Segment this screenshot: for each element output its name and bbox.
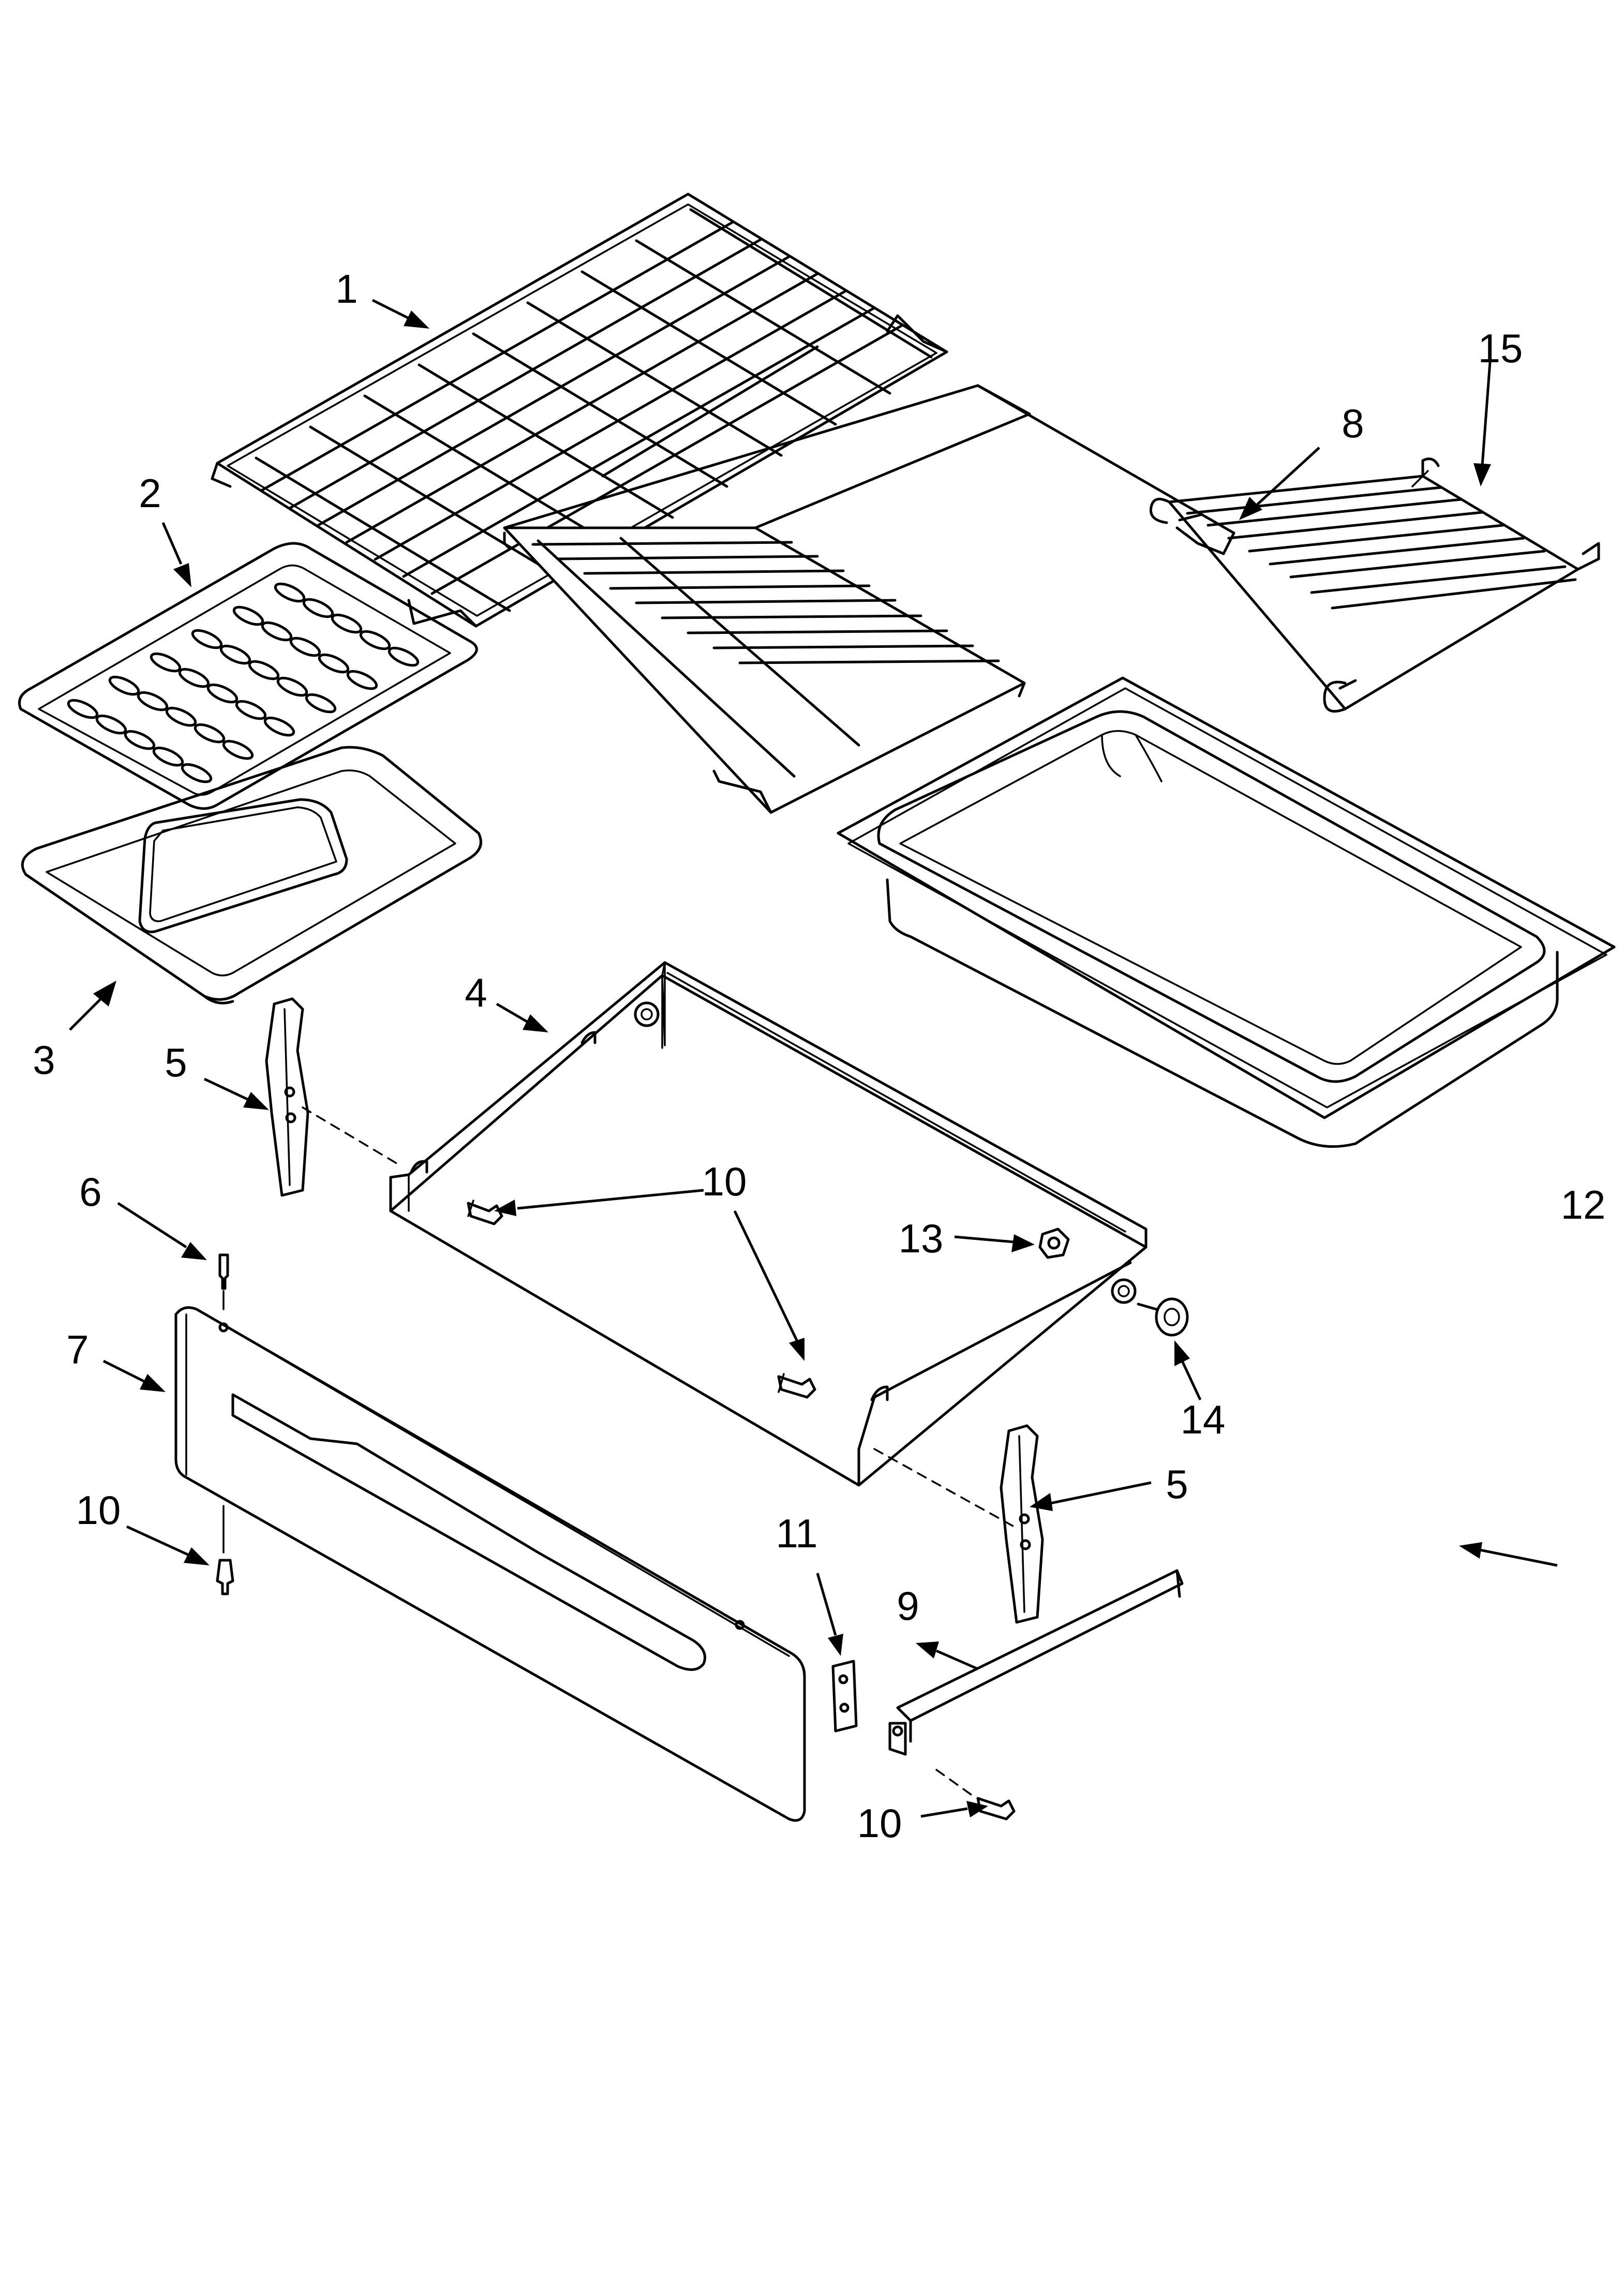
callout-14: 14 [1181,1397,1226,1442]
callout-7: 7 [66,1327,88,1372]
broiler-grid-part-2 [18,542,478,810]
drawer-body-part-4 [389,961,1148,1487]
callout-5-right: 5 [1166,1461,1188,1507]
drawer-pan-part-12 [837,676,1616,1148]
callout-10-bottom: 10 [857,1800,902,1846]
nut-part-13 [1038,1227,1070,1259]
bracket-part-11 [831,1660,858,1733]
drawer-rail-part-9 [888,1569,1184,1756]
broiler-pan-part-3 [21,746,482,1004]
callout-1: 1 [335,266,357,312]
callout-4: 4 [465,970,487,1015]
callout-15: 15 [1478,326,1523,371]
callout-labels: 1 2 3 4 5 5 6 7 8 9 10 10 10 11 12 13 14… [33,266,1605,1846]
screw-part-6 [218,1253,229,1310]
callout-8: 8 [1342,401,1364,446]
screw-part-10-left [216,1505,234,1595]
screw-part-10-top [467,1200,503,1225]
split-rack-part-8 [503,384,1235,814]
callout-6: 6 [79,1169,101,1215]
callout-13: 13 [899,1216,944,1261]
leader-arrows [69,299,1558,1818]
callout-10-top: 10 [702,1159,747,1204]
callout-5-left: 5 [165,1040,187,1085]
drawer-slide-part-5-right [1000,1424,1044,1624]
screw-part-10-middle [777,1373,816,1399]
alignment-line-right [873,1448,1015,1528]
callout-9: 9 [897,1583,919,1629]
screw-part-10-rail [935,1769,1016,1821]
callout-11: 11 [776,1511,818,1556]
callout-12: 12 [1561,1182,1606,1227]
drawer-slide-part-5-left [265,997,309,1197]
small-rack-part-15 [1149,457,1600,713]
callout-2: 2 [139,470,161,516]
callout-10-left: 10 [76,1487,121,1533]
drawer-front-part-7 [174,1306,806,1822]
alignment-line-left [302,1106,399,1165]
roller-part-14 [1137,1297,1189,1337]
callout-3: 3 [33,1037,55,1083]
